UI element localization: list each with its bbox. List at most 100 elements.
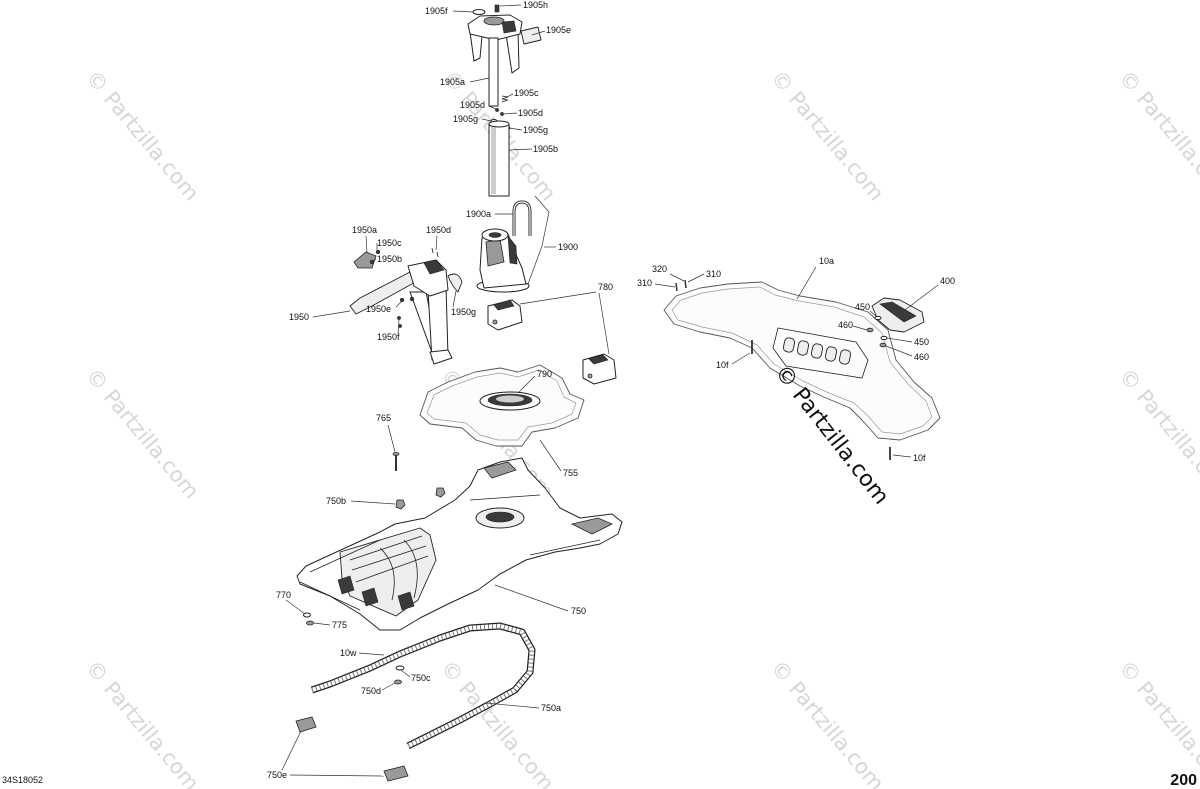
callout-label: 750d — [361, 686, 381, 696]
callout-label: 1905e — [546, 25, 571, 35]
handle-top-boss — [483, 16, 505, 26]
bracket-head-face — [423, 259, 445, 275]
leader-line — [904, 284, 939, 311]
leader-line — [397, 319, 400, 335]
mount-block-top — [588, 354, 609, 365]
callout-label: 1950a — [352, 225, 377, 235]
bolt-1950f — [397, 316, 401, 320]
screw-1950d — [436, 251, 439, 258]
floor-cover — [296, 457, 623, 631]
mat-755-inner — [426, 369, 577, 441]
callout-label: 450 — [914, 337, 929, 347]
handle-face — [501, 20, 517, 34]
mount-bolt — [587, 373, 593, 379]
screw-765-head — [392, 452, 400, 456]
callout-label: 750e — [267, 770, 287, 780]
fasteners-750b — [395, 487, 446, 510]
screw-1950c — [375, 249, 381, 255]
leader-line — [435, 235, 438, 251]
leader-line — [485, 702, 540, 709]
leader-line — [452, 290, 457, 308]
leader-line — [598, 292, 610, 355]
emboss-block — [796, 340, 810, 356]
leader-line — [886, 337, 913, 343]
washer-770 — [303, 612, 311, 618]
bracket-400-face — [879, 301, 917, 323]
emboss-block — [838, 349, 852, 365]
callout-label: 1905d — [518, 108, 543, 118]
tube-top — [488, 120, 510, 128]
nut-460 — [879, 342, 887, 348]
callout-label: 1950f — [377, 332, 400, 342]
cover-recess — [570, 517, 613, 535]
leader-line — [508, 127, 523, 131]
callout-label: 1950c — [377, 238, 402, 248]
fastener-750b — [395, 499, 406, 510]
part-750d — [394, 679, 402, 685]
leader-line — [519, 291, 597, 305]
leader-line — [387, 424, 396, 453]
callout-label: 1900 — [558, 242, 578, 252]
callout-label: 10a — [819, 256, 834, 266]
mat-10a-logo-frame — [772, 327, 869, 379]
leader-line — [372, 258, 377, 262]
callout-label: 1905d — [460, 100, 485, 110]
u-bolt-1900a — [512, 200, 532, 236]
bolt-1950e — [399, 297, 405, 303]
spring-1905c — [501, 95, 509, 103]
callout-label: 450 — [855, 302, 870, 312]
callout-label: 10w — [340, 648, 357, 658]
cover-fuel-recess-inner — [485, 511, 515, 523]
clip-750e — [295, 716, 317, 733]
leader-lines — [281, 4, 939, 777]
callout-label: 1950d — [426, 225, 451, 235]
cover-latch — [397, 591, 415, 611]
cover-latch — [337, 575, 355, 595]
bolt-1950e — [409, 296, 415, 302]
screw-1950b — [369, 259, 375, 265]
callout-label: 320 — [652, 264, 667, 274]
fastener-750b — [435, 487, 446, 498]
callout-label: 1950b — [377, 254, 402, 264]
ring-790-center — [496, 395, 524, 403]
leader-line — [452, 10, 474, 13]
watermarks: © Partzilla.com © Partzilla.com © Partzi… — [81, 66, 1200, 789]
leader-line — [731, 352, 751, 365]
washer-1905f — [472, 9, 486, 15]
guard-1950g — [447, 273, 463, 293]
callout-label: 750c — [411, 673, 431, 683]
mount-bolt — [492, 319, 498, 325]
screw-310 — [675, 282, 678, 292]
front-mat — [392, 364, 585, 471]
leader-line — [687, 273, 705, 283]
bracket-foot — [429, 349, 453, 365]
nut-775 — [306, 620, 314, 626]
diagram-code: 34S18052 — [2, 775, 43, 785]
leader-line — [892, 454, 912, 458]
handle-column — [488, 37, 499, 107]
mount-block-top — [493, 299, 515, 311]
leader-line — [885, 345, 913, 357]
callout-label: 1905h — [523, 0, 548, 10]
leader-line — [285, 599, 306, 615]
page-number: 200 — [1170, 772, 1197, 789]
callout-label: 1950e — [366, 304, 391, 314]
callout-label: 1905f — [425, 6, 448, 16]
callout-label: 460 — [838, 320, 853, 330]
leader-line — [669, 273, 685, 282]
callout-label: 1950 — [289, 312, 309, 322]
rear-mat — [663, 279, 941, 460]
leader-line — [381, 682, 396, 691]
cover-ribs — [349, 535, 429, 601]
support-bore — [488, 232, 502, 238]
callout-label: 10f — [716, 360, 729, 370]
callout-label: 770 — [276, 590, 291, 600]
callout-label: 750 — [571, 606, 586, 616]
cover-750-body — [296, 457, 623, 631]
bolt-1905h — [494, 4, 500, 13]
leader-line — [494, 584, 569, 612]
callout-label: 1950g — [451, 307, 476, 317]
watermark-text: © Partzilla.com — [81, 364, 204, 504]
leader-line — [539, 439, 562, 472]
rubber-mounts — [487, 299, 617, 385]
